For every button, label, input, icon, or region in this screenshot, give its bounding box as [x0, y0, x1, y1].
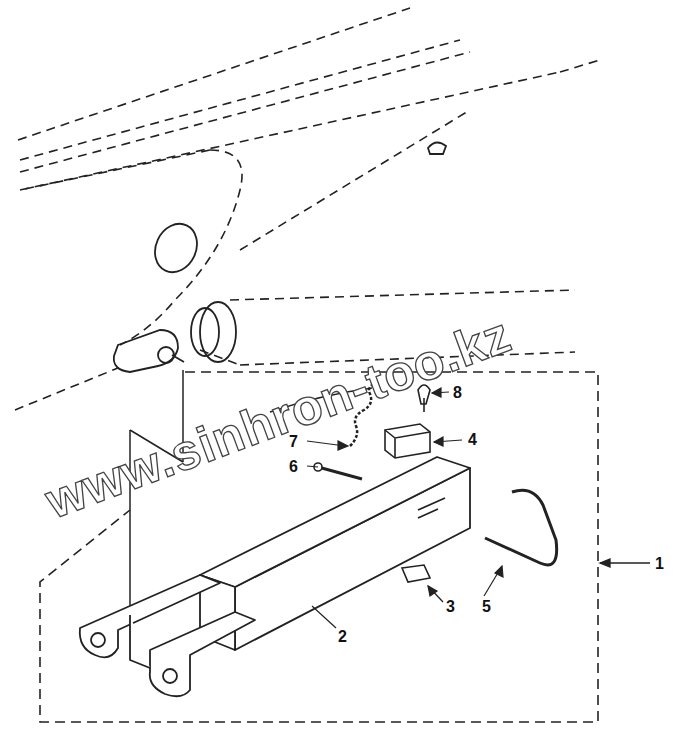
leader-lines	[307, 388, 503, 628]
callout-number: 1	[653, 555, 666, 573]
tractor-parts	[114, 142, 446, 372]
callout-number: 6	[287, 458, 300, 476]
callout-number: 3	[444, 598, 457, 616]
callout-number: 5	[480, 598, 493, 616]
callout-number: 2	[336, 628, 349, 646]
callout-1-leader	[600, 559, 650, 567]
callout-number: 8	[451, 384, 464, 402]
callout-number: 4	[466, 431, 479, 449]
